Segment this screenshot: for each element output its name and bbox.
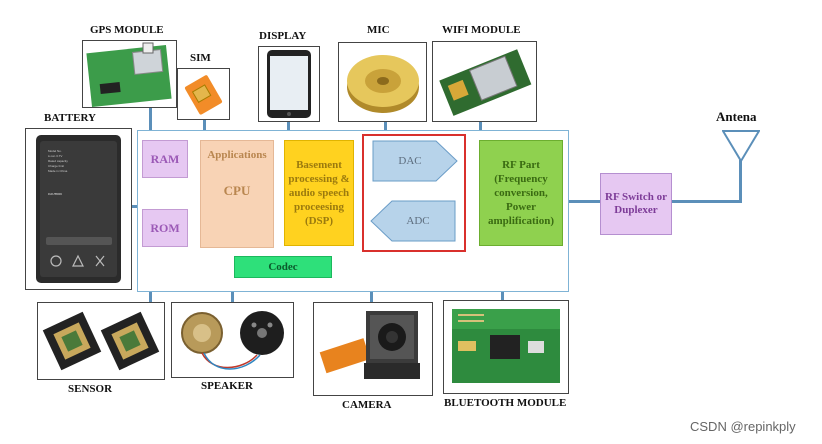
- gps-module-image: [82, 40, 177, 108]
- sensor-image: [37, 302, 165, 380]
- battery-text-line: Li-ion 3.7V: [48, 154, 63, 158]
- battery-text-line: Model No.: [48, 149, 62, 153]
- camera-image: [313, 302, 433, 396]
- display-image: [258, 46, 320, 122]
- bluetooth-module-image: [443, 300, 569, 394]
- cpu-label: CPU: [223, 183, 251, 198]
- adc-shape: [370, 200, 456, 242]
- connector-display: [287, 120, 290, 130]
- battery-text-line: Rated capacity: [48, 159, 68, 163]
- battery-caution: CAUTION: [48, 192, 62, 196]
- gps-module-label: GPS MODULE: [90, 24, 164, 36]
- connector-sim: [203, 118, 206, 130]
- camera-label: CAMERA: [342, 399, 392, 411]
- dac-adc-highlight-box: [362, 134, 466, 252]
- connector-bluetooth: [501, 290, 504, 302]
- connector-mic: [384, 120, 387, 130]
- connector-switch-to-antenna: [672, 200, 740, 203]
- connector-sensor: [149, 290, 152, 302]
- cpu-block: Applications CPU: [200, 140, 274, 248]
- connector-gps: [149, 108, 152, 130]
- wifi-module-image: [432, 41, 537, 122]
- bluetooth-module-label: BLUETOOTH MODULE: [444, 397, 567, 409]
- antenna-label: Antena: [716, 109, 757, 124]
- rf-switch-block: RF Switch or Duplexer: [600, 173, 672, 235]
- battery-text-lines: Model No. Li-ion 3.7V Rated capacity Cha…: [48, 149, 112, 197]
- mic-image: [338, 42, 427, 122]
- applications-label: Applications: [207, 149, 267, 161]
- rf-part-block: RF Part (Frequency conversion, Power amp…: [479, 140, 563, 246]
- wifi-module-label: WIFI MODULE: [442, 24, 521, 36]
- connector-wifi: [479, 120, 482, 130]
- display-label: DISPLAY: [259, 30, 307, 42]
- speaker-image: [171, 302, 294, 378]
- rom-block: ROM: [142, 209, 188, 247]
- connector-antenna-mast: [739, 160, 742, 203]
- battery-label: BATTERY: [44, 112, 96, 124]
- sim-image: [177, 68, 230, 120]
- battery-text-line: Made in China: [48, 169, 68, 173]
- ram-block: RAM: [142, 140, 188, 178]
- connector-speaker: [231, 290, 234, 302]
- connector-battery: [130, 205, 137, 208]
- dac-label: DAC: [398, 155, 422, 167]
- connector-camera: [370, 290, 373, 302]
- battery-image: Model No. Li-ion 3.7V Rated capacity Cha…: [25, 128, 132, 290]
- watermark: CSDN @repinkply: [690, 419, 796, 434]
- sensor-label: SENSOR: [68, 383, 113, 395]
- antenna-icon: [722, 130, 760, 162]
- speaker-label: SPEAKER: [201, 380, 253, 392]
- dac-shape: [372, 140, 458, 182]
- battery-text-line: Charge limit: [48, 164, 65, 168]
- connector-rf-to-switch: [563, 200, 600, 203]
- mic-label: MIC: [367, 24, 390, 36]
- codec-block: Codec: [234, 256, 332, 278]
- adc-label: ADC: [406, 215, 430, 227]
- sim-label: SIM: [190, 52, 211, 64]
- dsp-block: Basement processing & audio speech proce…: [284, 140, 354, 246]
